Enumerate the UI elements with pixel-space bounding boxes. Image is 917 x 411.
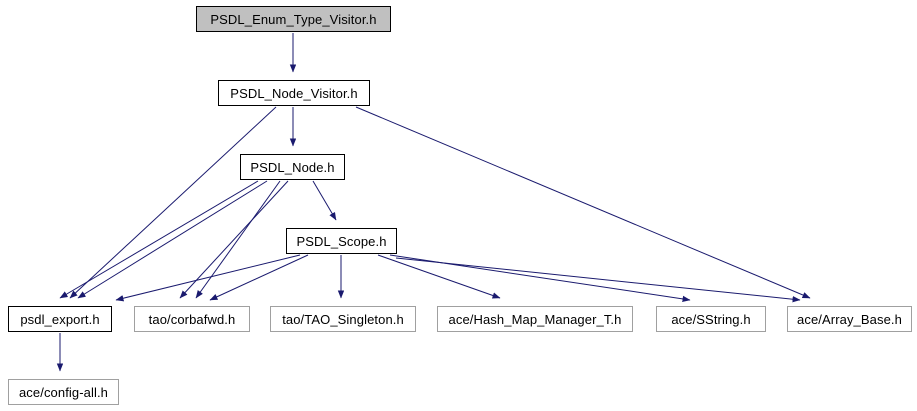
node-tao-tao-singleton[interactable]: tao/TAO_Singleton.h [270,306,416,332]
node-psdl-scope[interactable]: PSDL_Scope.h [286,228,397,254]
edge-scope-to-hash_map [377,254,501,299]
node-psdl-node-visitor[interactable]: PSDL_Node_Visitor.h [218,80,370,106]
node-psdl-enum-type-visitor[interactable]: PSDL_Enum_Type_Visitor.h [196,6,391,32]
edge-node-to-psdl_export [77,180,268,299]
edge-node_visitor-to-psdl_export [69,106,277,299]
edge-node-to-corbafwd [179,180,289,299]
edge-node-to-corbafwd [195,180,281,299]
node-label: ace/SString.h [671,311,751,327]
node-ace-sstring[interactable]: ace/SString.h [656,306,766,332]
node-label: ace/Array_Base.h [797,311,902,327]
node-label: PSDL_Enum_Type_Visitor.h [210,11,377,27]
node-tao-corbafwd[interactable]: tao/corbafwd.h [134,306,250,332]
node-label: ace/config-all.h [18,384,109,400]
node-label: psdl_export.h [20,311,100,327]
node-psdl-node[interactable]: PSDL_Node.h [240,154,345,180]
node-ace-config-all[interactable]: ace/config-all.h [8,379,119,405]
edge-scope-to-sstring [389,254,691,303]
node-label: tao/TAO_Singleton.h [282,311,404,327]
edge-scope-to-array_base [395,257,801,303]
node-label: PSDL_Node_Visitor.h [230,85,358,101]
edge-node-to-psdl_export [59,180,259,299]
node-ace-array-base[interactable]: ace/Array_Base.h [787,306,912,332]
edge-scope-to-corbafwd [209,254,309,301]
edge-node_visitor-to-array_base [355,106,811,299]
node-label: PSDL_Scope.h [296,233,387,249]
node-ace-hash-map-manager-t[interactable]: ace/Hash_Map_Manager_T.h [437,306,633,332]
edge-scope-to-psdl_export [115,254,301,302]
node-label: ace/Hash_Map_Manager_T.h [448,311,622,327]
node-label: tao/corbafwd.h [148,311,236,327]
node-label: PSDL_Node.h [250,159,335,175]
edge-node-to-scope [312,180,337,221]
node-psdl-export[interactable]: psdl_export.h [8,306,112,332]
